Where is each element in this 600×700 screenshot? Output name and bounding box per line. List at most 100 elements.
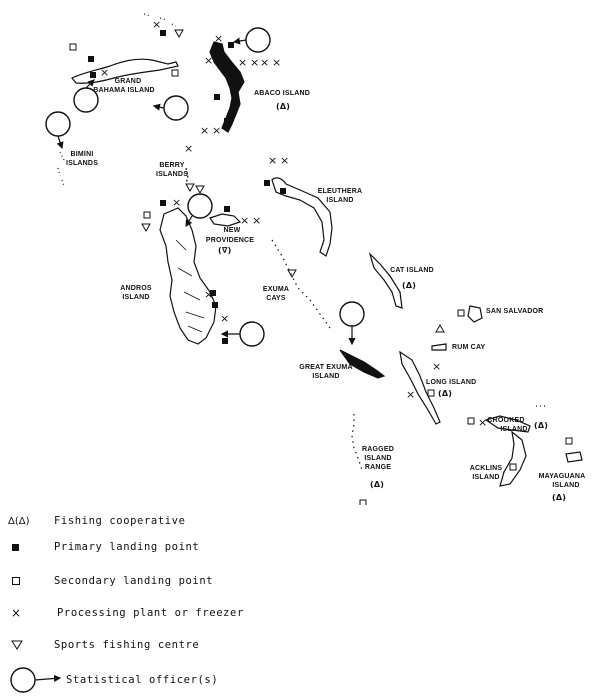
triangle-icon: Δ(Δ) [8,515,30,527]
processing-plant-icon: × [260,56,269,69]
island-great-exuma [339,349,386,379]
primary-landing-point-icon [210,290,216,296]
processing-plant-icon: × [238,56,247,69]
legend-label: Statistical officer(s) [66,674,219,686]
legend-label: Fishing cooperative [54,515,186,527]
secondary-landing-point-icon [171,69,179,77]
secondary-landing-point-icon [69,43,77,51]
secondary-landing-point-icon [509,463,517,471]
processing-plant-icon: × [478,416,487,429]
legend-label: Secondary landing point [54,575,214,587]
processing-plant-icon: × [250,56,259,69]
island-andros [159,207,217,345]
island-grand-bahama [71,58,179,84]
map: × × × × × × × × × × × × × × × × × × × × … [45,13,586,505]
label-cat-coop: (Δ) [402,281,416,290]
cross-icon: × [11,606,22,620]
processing-plant-icon: × [200,124,209,137]
statistical-officer-icon [45,111,71,137]
processing-plant-icon: × [204,54,213,67]
legend-item-sports-fishing: Sports fishing centre [8,633,199,657]
processing-plant-icon: × [406,388,415,401]
label-new-providence-sports: (∇) [218,246,232,255]
primary-landing-point-icon [224,118,230,124]
processing-plant-icon: × [204,288,213,301]
primary-landing-point-icon [264,180,270,186]
label-rum-cay: RUM CAY [452,344,486,351]
open-square-icon [12,577,20,585]
statistical-officer-icon [239,321,265,347]
island-mayaguana [565,451,583,463]
inverted-triangle-icon [11,640,23,650]
legend-item-statistical-officer: Statistical officer(s) [8,665,218,695]
island-crooked [484,415,531,433]
primary-landing-point-icon [212,302,218,308]
island-long [399,350,441,425]
legend-label: Processing plant or freezer [57,607,244,619]
statistical-officer-icon [187,193,213,219]
processing-plant-icon: × [272,56,281,69]
processing-plant-icon: × [220,312,229,325]
primary-landing-point-icon [160,30,166,36]
primary-landing-point-icon [228,42,234,48]
island-abaco [209,41,245,133]
processing-plant-icon: × [214,32,223,45]
island-cat [368,251,403,309]
label-long-coop: (Δ) [438,389,452,398]
secondary-landing-point-icon [359,499,367,505]
legend-item-processing-plant: × Processing plant or freezer [8,601,244,625]
filled-square-icon [12,543,19,551]
processing-plant-icon: × [100,66,109,79]
island-rum-cay [431,343,447,351]
label-abaco: ABACO ISLAND [254,90,310,97]
statistical-officer-icon [245,27,271,53]
statistical-officer-icon [339,301,365,327]
secondary-landing-point-icon [467,417,475,425]
label-ragged-coop: (Δ) [370,480,384,489]
sports-fishing-icon [141,223,151,233]
secondary-landing-point-icon [143,211,151,219]
legend-item-primary-landing: Primary landing point [8,535,199,559]
label-cat-island: CAT ISLAND [390,267,434,274]
secondary-landing-point-icon [457,309,465,317]
processing-plant-icon: × [280,154,289,167]
processing-plant-icon: × [432,360,441,373]
primary-landing-point-icon [280,188,286,194]
primary-landing-point-icon [90,72,96,78]
sports-fishing-icon [174,29,184,39]
processing-plant-icon: × [152,18,161,31]
label-long-island: LONG ISLAND [426,379,476,386]
primary-landing-point-icon [88,56,94,62]
legend-label: Primary landing point [54,541,200,553]
legend-item-fishing-cooperative: Δ(Δ) Fishing cooperative [8,509,186,533]
legend-label: Sports fishing centre [54,639,200,651]
sports-fishing-icon [195,185,205,195]
island-eleuthera [271,177,333,257]
island-new-providence [209,213,242,227]
secondary-landing-point-icon [427,389,435,397]
sports-fishing-icon [287,269,297,279]
circle-arrow-icon [10,667,62,693]
processing-plant-icon: × [212,124,221,137]
processing-plant-icon: × [240,214,249,227]
secondary-landing-point-icon [565,437,573,445]
sports-fishing-icon [185,183,195,193]
processing-plant-icon: × [268,154,277,167]
primary-landing-point-icon [224,206,230,212]
label-abaco-coop: (Δ) [276,102,290,111]
processing-plant-icon: × [184,142,193,155]
statistical-officer-icon [163,95,189,121]
legend-item-secondary-landing: Secondary landing point [8,569,213,593]
